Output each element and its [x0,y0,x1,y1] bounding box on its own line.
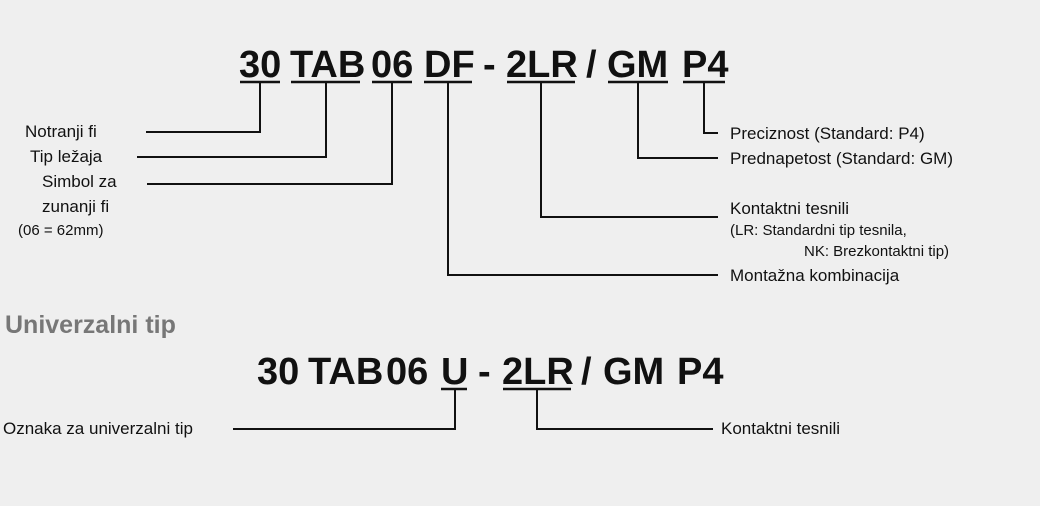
universal-code-dash: - [478,351,491,393]
code-segment-seals: 2LR [506,44,578,86]
label-bearing-type: Tip ležaja [30,147,103,166]
label-precision: Preciznost (Standard: P4) [730,124,925,143]
universal-code-slash: / [581,351,592,393]
universal-code-preload: GM [603,351,665,393]
leader-outer-symbol [147,82,393,185]
code-dash: - [483,44,496,86]
leader-bearing-type [137,82,327,158]
leader-contact-seals [540,82,718,218]
code-segment-inner-diameter: 30 [239,44,282,86]
universal-heading: Univerzalni tip [5,311,176,339]
leader-mounting [447,82,718,276]
leader-precision [703,82,718,134]
label-universal-seals: Kontaktni tesnili [721,419,841,438]
label-outer-symbol-2: zunanji fi [42,197,110,216]
code-segment-preload: GM [607,44,669,86]
code-segment-precision: P4 [682,44,729,86]
label-seal-note-1: (LR: Standardni tip tesnila, [730,222,907,239]
label-outer-symbol-3: (06 = 62mm) [18,222,104,239]
label-contact-seals: Kontaktni tesnili [730,199,850,218]
leader-preload [637,82,718,159]
leader-inner-diameter [146,82,261,133]
code-segment-bearing-type: TAB [290,44,366,86]
universal-code-precision: P4 [677,351,724,393]
universal-code-inner-diameter: 30 [257,351,300,393]
label-outer-symbol-1: Simbol za [42,172,117,191]
label-mounting: Montažna kombinacija [730,266,900,285]
code-segment-mounting: DF [424,44,475,86]
universal-code-bearing-type: TAB [308,351,384,393]
leader-universal-right [536,389,713,430]
code-segment-outer-symbol: 06 [371,44,414,86]
label-universal-type: Oznaka za univerzalni tip [3,419,193,438]
leader-universal-left [233,389,456,430]
universal-code-outer-symbol: 06 [386,351,429,393]
universal-code-seals: 2LR [502,351,574,393]
label-seal-note-2: NK: Brezkontaktni tip) [804,243,950,260]
label-preload: Prednapetost (Standard: GM) [730,149,954,168]
code-slash: / [586,44,597,86]
label-inner-diameter: Notranji fi [25,122,97,141]
universal-code-type-u: U [441,351,469,393]
